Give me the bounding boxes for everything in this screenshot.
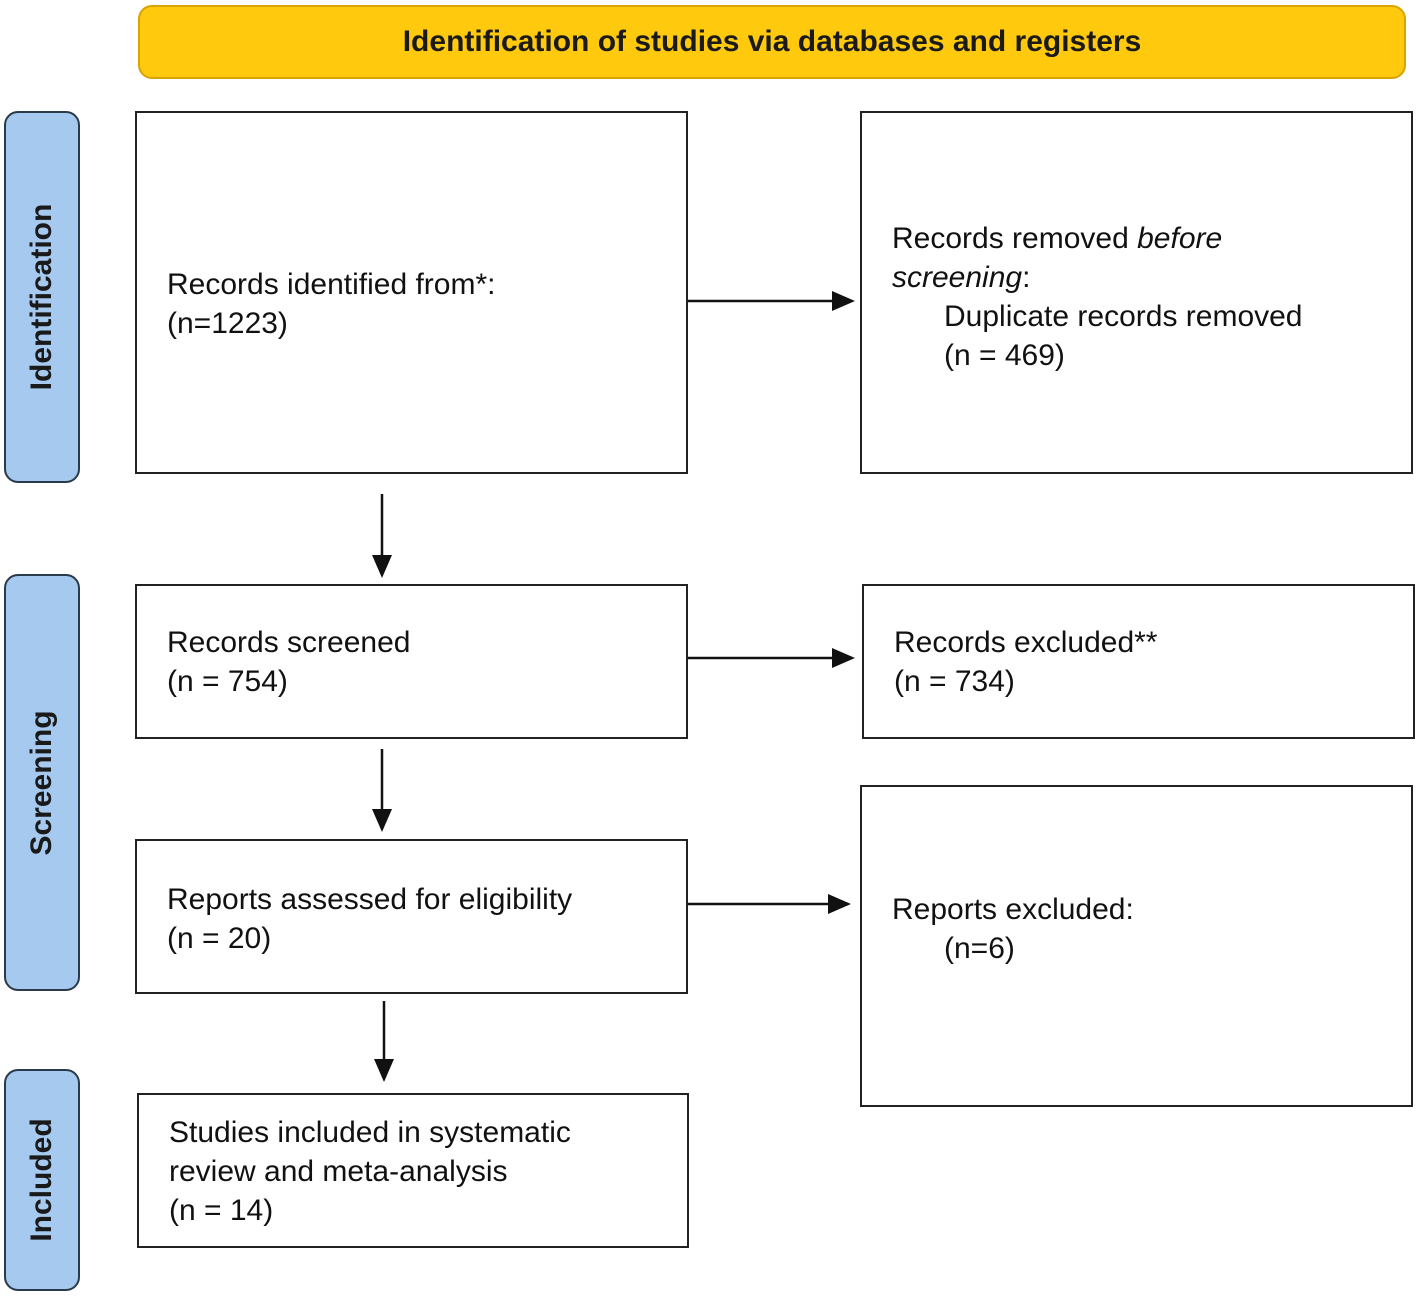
stage-identification: Identification [4, 111, 80, 483]
stage-identification-label: Identification [25, 203, 58, 391]
reports-excluded-count: (n=6) [944, 932, 1015, 965]
records-excluded-label: Records excluded** [894, 626, 1158, 659]
records-identified-box: Records identified from*: (n=1223) [135, 111, 688, 474]
stage-included: Included [4, 1069, 80, 1291]
records-identified-count: (n=1223) [167, 307, 288, 340]
studies-included-label: Studies included in systematic [169, 1116, 571, 1149]
records-removed-box: Records removed before screening: Duplic… [860, 111, 1413, 474]
reports-assessed-label: Reports assessed for eligibility [167, 883, 573, 916]
duplicate-records-label: Duplicate records removed [944, 300, 1303, 333]
records-excluded-count: (n = 734) [894, 665, 1015, 698]
reports-excluded-label: Reports excluded: [892, 893, 1134, 926]
duplicate-records-count: (n = 469) [944, 339, 1065, 372]
records-screened-label: Records screened [167, 626, 411, 659]
studies-included-label-cont: review and meta-analysis [169, 1155, 508, 1188]
records-screened-count: (n = 754) [167, 665, 288, 698]
records-screened-box: Records screened (n = 754) [135, 584, 688, 739]
studies-included-count: (n = 14) [169, 1194, 274, 1227]
records-identified-label: Records identified from*: [167, 268, 496, 301]
stage-screening: Screening [4, 574, 80, 991]
arrowhead-identified-to-removed [832, 291, 855, 311]
reports-assessed-count: (n = 20) [167, 922, 272, 955]
arrowhead-screened-to-assessed [372, 809, 392, 832]
arrowhead-identified-to-screened [372, 555, 392, 578]
studies-included-box: Studies included in systematic review an… [137, 1093, 689, 1248]
header-banner: Identification of studies via databases … [138, 5, 1406, 79]
reports-assessed-box: Reports assessed for eligibility (n = 20… [135, 839, 688, 994]
arrowhead-assessed-to-included [374, 1059, 394, 1082]
records-removed-heading: Records removed before [892, 222, 1223, 255]
arrowhead-assessed-to-excluded [828, 894, 851, 914]
records-removed-heading-cont: screening: [892, 261, 1031, 294]
reports-excluded-box: Reports excluded: (n=6) [860, 785, 1413, 1107]
records-excluded-box: Records excluded** (n = 734) [862, 584, 1415, 739]
stage-screening-label: Screening [25, 709, 58, 856]
arrowhead-screened-to-excluded [832, 648, 855, 668]
stage-included-label: Included [25, 1118, 58, 1242]
header-title: Identification of studies via databases … [402, 25, 1142, 58]
